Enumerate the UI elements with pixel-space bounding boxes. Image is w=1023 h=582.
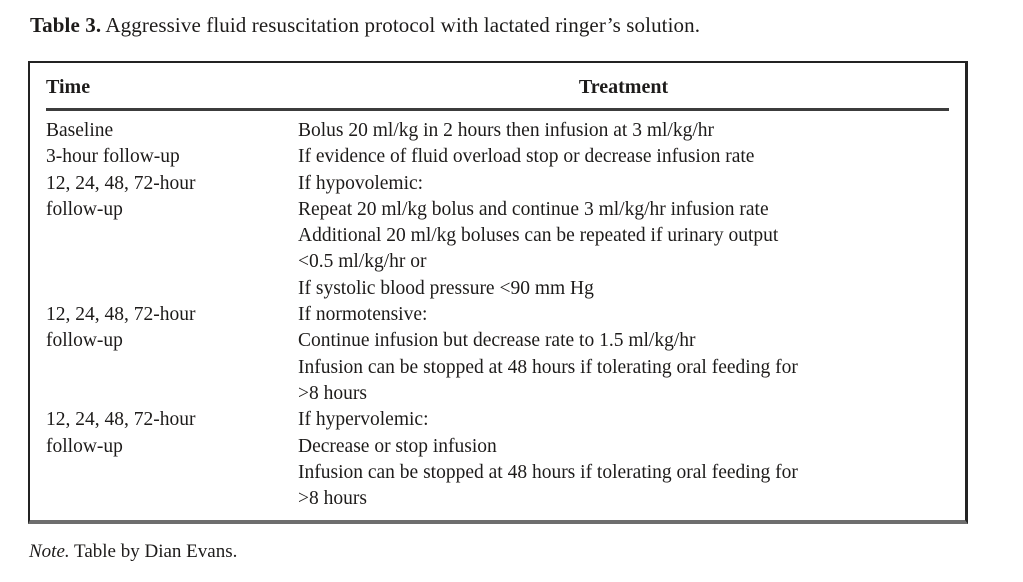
treatment-cell: If hypovolemic: Repeat 20 ml/kg bolus an… [298, 172, 779, 299]
header-rule [46, 108, 949, 111]
treatment-cell: Bolus 20 ml/kg in 2 hours then infusion … [298, 120, 714, 141]
treatment-cell: If evidence of fluid overload stop or de… [298, 146, 755, 168]
column-header-time: Time [46, 76, 91, 98]
time-cell: 12, 24, 48, 72-hour follow-up [46, 172, 196, 220]
table-row: 3-hour follow-up If evidence of fluid ove… [46, 144, 949, 170]
treatment-cell: If hypervolemic: Decrease or stop infusi… [298, 409, 798, 510]
time-cell: 12, 24, 48, 72-hour follow-up [46, 304, 196, 352]
table-body: Baseline Bolus 20 ml/kg in 2 hours then i… [46, 118, 949, 512]
time-cell: Baseline [46, 120, 114, 141]
table-note-label: Note. [29, 541, 70, 562]
table-row: Baseline Bolus 20 ml/kg in 2 hours then i… [46, 118, 949, 144]
table-note: Note. Table by Dian Evans. [29, 540, 237, 564]
time-cell: 3-hour follow-up [46, 146, 180, 168]
table-row: 12, 24, 48, 72-hour follow-up If normoten… [46, 302, 949, 407]
protocol-table: Time Treatment Baseline Bolus 20 ml/kg in… [28, 61, 968, 524]
treatment-cell: If normotensive: Continue infusion but d… [298, 304, 798, 404]
time-cell: 12, 24, 48, 72-hour follow-up [46, 409, 196, 457]
table-row: 12, 24, 48, 72-hour follow-up If hypervol… [46, 407, 949, 512]
table-row: 12, 24, 48, 72-hour follow-up If hypovole… [46, 171, 949, 302]
table-caption-text: Aggressive fluid resuscitation protocol … [101, 13, 701, 37]
table-caption: Table 3. Aggressive fluid resuscitation … [30, 12, 700, 38]
table-caption-number: Table 3. [30, 13, 102, 37]
table-note-text: Table by Dian Evans. [69, 541, 238, 562]
table-header-row: Time Treatment [46, 75, 949, 99]
column-header-treatment: Treatment [578, 76, 669, 98]
